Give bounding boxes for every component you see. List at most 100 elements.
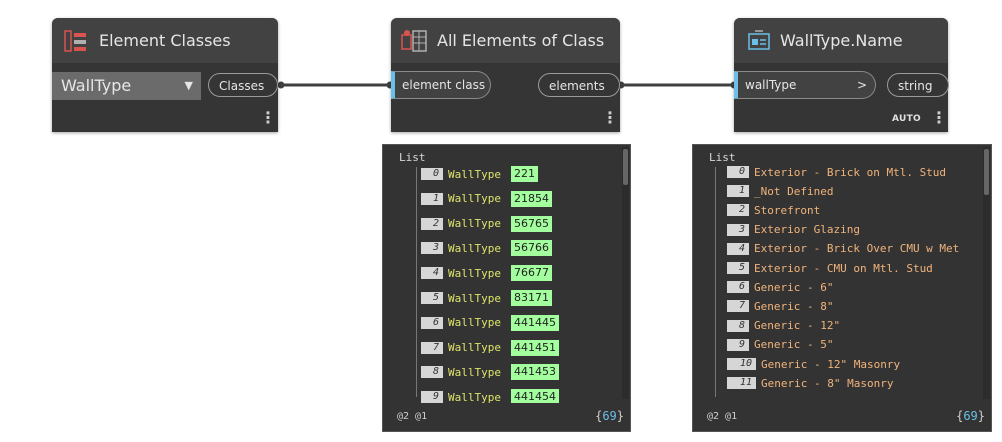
item-type: WallType bbox=[448, 291, 501, 305]
port-label: Classes bbox=[219, 79, 265, 93]
node-title: All Elements of Class bbox=[437, 31, 605, 50]
item-type: WallType bbox=[448, 167, 501, 181]
list-index: 5 bbox=[421, 292, 443, 304]
more-options-icon[interactable]: ⋮ bbox=[602, 108, 618, 127]
walltype-name-icon bbox=[748, 30, 770, 50]
list-index: 1 bbox=[727, 185, 749, 198]
item-value: 21854 bbox=[510, 190, 552, 207]
port-dot-classes-out bbox=[277, 81, 285, 89]
item-value: Generic - 5" bbox=[754, 338, 834, 352]
item-value: Storefront bbox=[754, 203, 821, 217]
list-index: 11 bbox=[727, 377, 756, 390]
node-walltype-name[interactable]: WallType.Name wallType > string AUTO ⋮ bbox=[734, 18, 949, 132]
item-value: Generic - 8" bbox=[754, 299, 834, 313]
node-all-elements-of-class[interactable]: All Elements of Class element class elem… bbox=[391, 18, 620, 132]
list-item: 1 _Not Defined bbox=[727, 184, 833, 202]
item-type: WallType bbox=[448, 390, 501, 404]
node-title: Element Classes bbox=[99, 31, 231, 50]
output-port-classes[interactable]: Classes bbox=[208, 73, 278, 97]
port-label: element class bbox=[402, 78, 486, 92]
item-value: Exterior Glazing bbox=[754, 223, 860, 237]
item-value: Generic - 12" Masonry bbox=[761, 357, 901, 371]
all-elements-icon bbox=[401, 30, 427, 52]
tree-guide bbox=[416, 167, 417, 397]
item-value: 76677 bbox=[510, 265, 552, 282]
node-title: WallType.Name bbox=[780, 31, 903, 50]
list-index: 3 bbox=[727, 223, 749, 236]
lacing-label[interactable]: AUTO bbox=[892, 114, 921, 124]
list-index: 2 bbox=[727, 204, 749, 217]
list-index: 0 bbox=[727, 166, 749, 178]
list-count: {69} bbox=[595, 409, 624, 423]
item-value: 221 bbox=[510, 166, 538, 182]
list-count: {69} bbox=[956, 409, 985, 423]
list-index: 6 bbox=[727, 281, 749, 294]
node-element-classes[interactable]: Element Classes WallType ▼ Classes ⋮ bbox=[52, 18, 278, 132]
node-header[interactable]: All Elements of Class bbox=[391, 18, 620, 63]
list-levels: @2 @1 bbox=[707, 411, 738, 422]
item-value: Exterior - Brick on Mtl. Stud bbox=[754, 165, 947, 179]
output-port-string[interactable]: string bbox=[887, 73, 949, 97]
scroll-track bbox=[983, 147, 990, 399]
input-port-walltype[interactable]: wallType > bbox=[734, 71, 876, 99]
item-type: WallType bbox=[448, 316, 501, 330]
input-port-element-class[interactable]: element class bbox=[391, 71, 491, 99]
scrollbar[interactable] bbox=[984, 149, 989, 195]
item-value: _Not Defined bbox=[754, 184, 834, 198]
port-label: wallType bbox=[745, 78, 797, 92]
node-header[interactable]: Element Classes bbox=[52, 18, 278, 63]
list-index: 7 bbox=[727, 300, 749, 313]
item-value: 83171 bbox=[510, 290, 552, 306]
element-classes-icon bbox=[64, 30, 86, 52]
list-item: 3 Exterior Glazing bbox=[727, 223, 860, 241]
list-index: 3 bbox=[421, 242, 443, 255]
class-dropdown[interactable]: WallType ▼ bbox=[52, 72, 201, 100]
list-item: 11 Generic - 8" Masonry bbox=[727, 376, 893, 394]
item-value: Generic - 12" bbox=[754, 319, 841, 333]
list-index: 9 bbox=[421, 391, 443, 404]
preview-footer: @2 @1 {69} bbox=[693, 403, 991, 431]
port-label: elements bbox=[549, 79, 605, 93]
list-index: 4 bbox=[421, 267, 443, 280]
list-index: 8 bbox=[727, 319, 749, 332]
item-value: 441453 bbox=[510, 364, 559, 381]
item-type: WallType bbox=[448, 365, 501, 379]
list-index: 6 bbox=[421, 316, 443, 329]
item-type: WallType bbox=[448, 241, 501, 255]
scrollbar[interactable] bbox=[623, 149, 628, 185]
list-item: 0 WallType 221 bbox=[421, 166, 538, 184]
list-index: 0 bbox=[421, 168, 443, 180]
list-item: 8 Generic - 12" bbox=[727, 319, 840, 337]
more-options-icon[interactable]: ⋮ bbox=[931, 108, 947, 127]
item-type: WallType bbox=[448, 266, 501, 280]
item-value: Exterior - Brick Over CMU w Met bbox=[754, 242, 960, 256]
preview-names[interactable]: List 0 Exterior - Brick on Mtl. Stud 1 _Not… bbox=[692, 144, 992, 432]
node-header[interactable]: WallType.Name bbox=[734, 18, 948, 63]
list-item: 5 WallType 83171 bbox=[421, 290, 552, 308]
more-options-icon[interactable]: ⋮ bbox=[260, 108, 276, 127]
preview-list-title: List bbox=[709, 151, 736, 164]
list-index: 2 bbox=[421, 217, 443, 230]
item-type: WallType bbox=[448, 341, 501, 355]
port-arrow: > bbox=[856, 78, 867, 92]
preview-list-title: List bbox=[399, 151, 426, 164]
list-item: 4 WallType 76677 bbox=[421, 265, 552, 283]
item-value: Generic - 6" bbox=[754, 280, 834, 294]
scroll-track bbox=[622, 147, 629, 399]
list-item: 6 Generic - 6" bbox=[727, 280, 833, 298]
item-value: Generic - 8" Masonry bbox=[761, 376, 894, 390]
tree-guide bbox=[715, 167, 716, 397]
output-port-elements[interactable]: elements bbox=[538, 73, 620, 97]
preview-footer: @2 @1 {69} bbox=[383, 403, 630, 431]
port-label: string bbox=[898, 79, 933, 93]
